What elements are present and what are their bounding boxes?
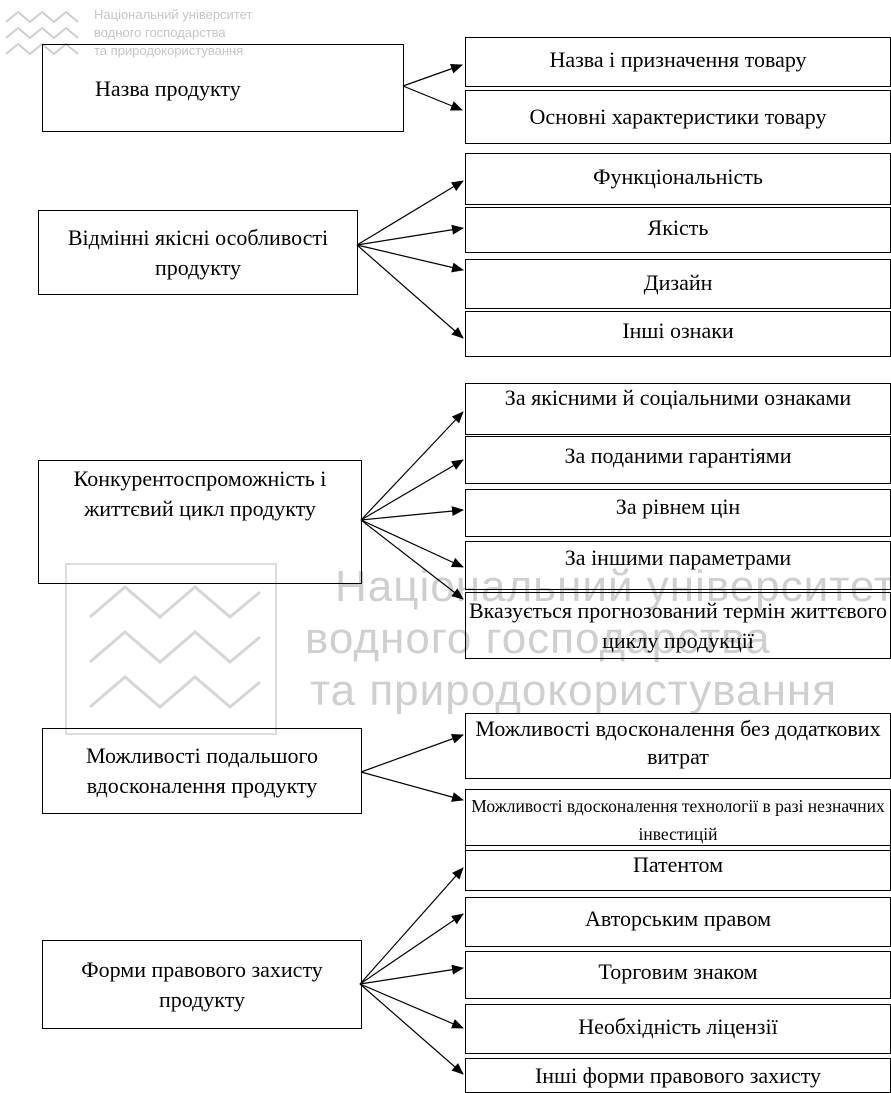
target-box: Можливості вдосконалення без додаткових … [465, 713, 891, 779]
target-label: За рівнем цін [615, 494, 741, 519]
arrow-1-2 [402, 85, 463, 111]
arrow-3-1 [360, 411, 464, 521]
watermark-large-line-2: водного господарства [305, 614, 771, 663]
arrow-5-3 [359, 964, 464, 985]
watermark-small-line-3: та природокористування [94, 43, 244, 58]
arrow-4-1 [360, 734, 464, 773]
target-box: За якісними й соціальними ознаками [465, 383, 891, 435]
source-box-improvement: Можливості подальшого вдосконалення прод… [42, 728, 362, 814]
target-label: За поданими гарантіями [564, 443, 792, 468]
arrow-3-4 [360, 519, 464, 568]
watermark-large: Національний університет водного господа… [60, 562, 891, 762]
source-label: Конкурентоспроможність і життєвий цикл п… [73, 466, 327, 521]
arrow-3-5 [360, 519, 464, 600]
arrow-2-4 [356, 244, 464, 339]
source-box-legal-protection: Форми правового захисту продукту [42, 940, 362, 1029]
source-label: Форми правового захисту продукту [81, 956, 323, 1012]
target-box: Можливості вдосконалення технології в ра… [465, 789, 891, 851]
target-label: Інші форми правового захисту [534, 1063, 822, 1088]
target-label: Необхідність ліцензії [578, 1014, 778, 1039]
target-label: Можливості вдосконалення без додаткових … [475, 716, 881, 769]
watermark-small: Національний університет водного господа… [0, 0, 320, 80]
target-box: Дизайн [465, 259, 891, 309]
watermark-large-line-3: та природокористування [310, 666, 838, 715]
target-box: Назва і призначення товару [465, 37, 891, 87]
target-box: Патентом [465, 845, 891, 891]
source-box-quality-features: Відмінні якісні особливості продукту [38, 210, 358, 295]
arrow-3-2 [360, 459, 464, 521]
target-box: Основні характеристики товару [465, 90, 891, 144]
target-box: Якість [465, 207, 891, 253]
target-label: Торговим знаком [598, 959, 758, 984]
target-label: Якість [647, 215, 709, 240]
target-label: Авторським правом [584, 906, 771, 931]
target-box: Торговим знаком [465, 951, 891, 999]
arrow-1-1 [402, 63, 463, 87]
source-label: Відмінні якісні особливості продукту [67, 224, 329, 280]
source-box-product-name: Назва продукту [42, 44, 404, 132]
target-label: Вказується прогнозований термін життєвог… [468, 597, 888, 653]
target-label: Функціональність [593, 164, 763, 189]
target-label: Інші ознаки [622, 318, 734, 343]
target-label: Можливості вдосконалення технології в ра… [471, 796, 885, 844]
target-label: Дизайн [643, 270, 713, 295]
target-label: Назва і призначення товару [549, 47, 807, 72]
target-box: За рівнем цін [465, 489, 891, 537]
target-label: За якісними й соціальними ознаками [504, 385, 852, 410]
arrow-4-2 [360, 771, 464, 802]
watermark-large-line-1: Національний університет [335, 562, 891, 611]
target-box: За іншими параметрами [465, 541, 891, 590]
arrow-3-3 [360, 506, 464, 521]
source-label: Можливості подальшого вдосконалення прод… [86, 743, 318, 798]
source-box-competitiveness: Конкурентоспроможність і життєвий цикл п… [38, 460, 362, 584]
target-box: Вказується прогнозований термін життєвог… [465, 592, 891, 659]
arrow-5-5 [359, 983, 464, 1075]
source-label: Назва продукту [95, 76, 241, 101]
target-label: Патентом [632, 852, 724, 877]
target-label: За іншими параметрами [564, 545, 792, 570]
target-box: Інші ознаки [465, 311, 891, 357]
arrow-5-2 [359, 913, 464, 985]
target-label: Основні характеристики товару [529, 104, 827, 129]
target-box: Функціональність [465, 153, 891, 205]
university-logo-large-icon [65, 563, 277, 735]
target-box: Авторським правом [465, 897, 891, 947]
arrow-5-4 [359, 983, 464, 1029]
watermark-small-line-2: водного господарства [94, 25, 226, 40]
watermark-small-line-1: Національний університет [94, 7, 253, 22]
target-box: Необхідність ліцензії [465, 1004, 891, 1054]
arrow-5-1 [359, 867, 464, 985]
arrow-2-3 [356, 244, 464, 273]
target-box: За поданими гарантіями [465, 436, 891, 484]
arrow-2-2 [356, 224, 464, 246]
target-box: Інші форми правового захисту [465, 1058, 891, 1093]
arrow-2-1 [356, 180, 464, 246]
